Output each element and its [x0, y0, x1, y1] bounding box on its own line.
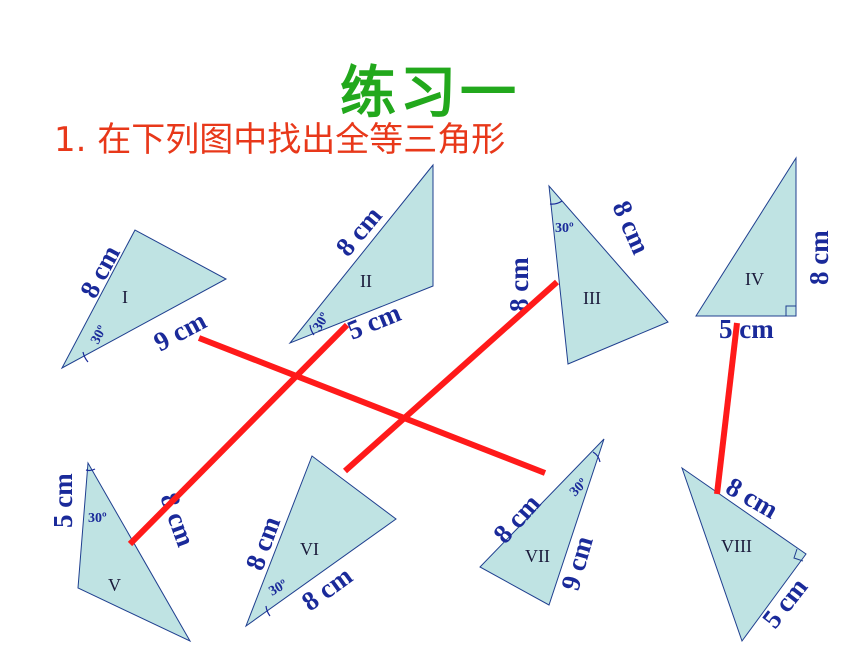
- triangle-7-numeral: VII: [525, 546, 550, 566]
- match-line-iii-vi: [343, 279, 559, 474]
- triangle-2: II 8 cm 5 cm 30º: [288, 163, 434, 346]
- triangle-5: V 5 cm 8 cm 30º: [48, 461, 201, 643]
- triangle-6-numeral: VI: [300, 539, 319, 559]
- triangle-5-angle: 30º: [88, 511, 107, 526]
- triangle-3-numeral: III: [583, 288, 601, 308]
- triangle-1-numeral: I: [122, 287, 128, 307]
- triangle-8: VIII 8 cm 5 cm: [681, 466, 814, 643]
- triangle-3: III 8 cm 8 cm 30º: [504, 184, 669, 365]
- triangle-4-side-b: 5 cm: [719, 314, 774, 344]
- triangle-3-angle: 30º: [555, 221, 574, 236]
- triangle-5-numeral: V: [108, 575, 121, 595]
- triangle-1: I 8 cm 9 cm 30º: [60, 229, 228, 370]
- triangle-4: IV 8 cm 5 cm: [695, 156, 834, 344]
- triangle-2-numeral: II: [360, 271, 372, 291]
- match-line-i-vii: [197, 335, 547, 476]
- triangle-5-side-a: 5 cm: [48, 473, 78, 528]
- triangle-4-side-a: 8 cm: [804, 230, 834, 285]
- triangle-6: VI 8 cm 8 cm 30º: [239, 455, 397, 628]
- triangle-3-side-b: 8 cm: [607, 196, 657, 259]
- triangle-7: VII 8 cm 9 cm 30º: [479, 438, 605, 606]
- slide-title: 练习一: [340, 61, 520, 126]
- triangle-8-numeral: VIII: [721, 536, 752, 556]
- triangle-4-numeral: IV: [745, 269, 764, 289]
- match-line-iv-viii: [714, 322, 740, 495]
- triangle-3-side-a: 8 cm: [504, 257, 534, 312]
- match-line-ii-v: [127, 322, 350, 547]
- question-text: 1. 在下列图中找出全等三角形: [54, 120, 506, 160]
